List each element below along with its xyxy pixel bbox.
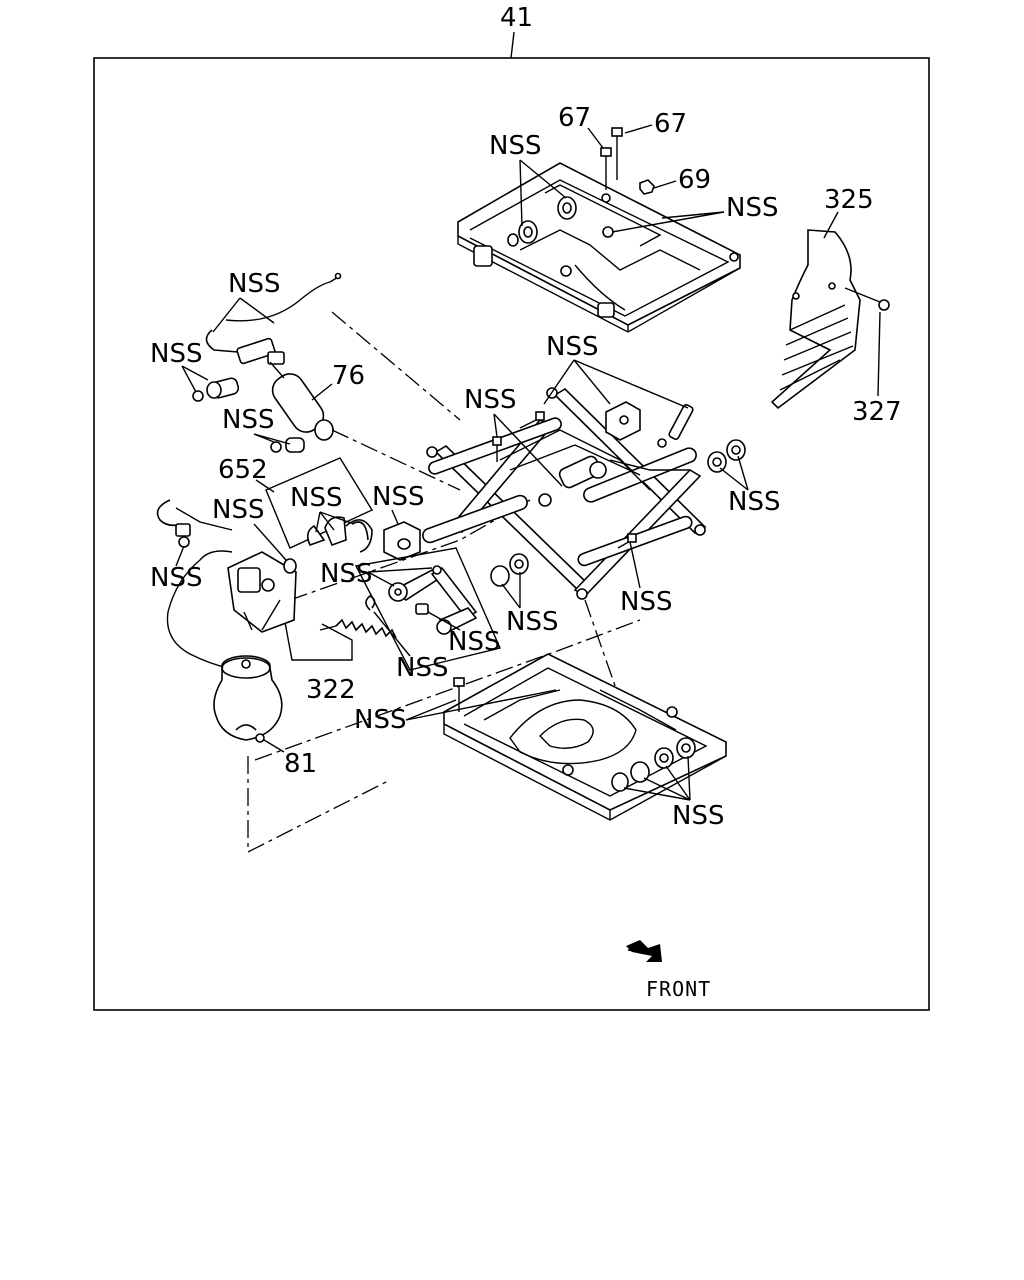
control-cable (205, 272, 342, 365)
kit-652-outline (265, 457, 374, 549)
bracket-322 (281, 605, 353, 661)
callout-327: 327 (852, 397, 902, 427)
upper-seat-plate (457, 162, 741, 333)
callout-nss-block: NSS (546, 332, 598, 362)
callout-nss-right-bushings: NSS (728, 487, 780, 517)
link-arms (388, 565, 478, 635)
callout-nss-lower-plate: NSS (354, 705, 406, 735)
alignment-line-4 (254, 619, 641, 761)
clip-ring (365, 595, 376, 611)
shock-bushings (270, 437, 305, 453)
alignment-line-2 (331, 429, 461, 491)
assembly-number: 41 (500, 3, 533, 33)
air-line (166, 550, 233, 669)
right-bushings (707, 439, 746, 473)
callout-67-left: 67 (558, 103, 591, 133)
callout-nss-fitting: NSS (150, 563, 202, 593)
callout-76: 76 (332, 361, 365, 391)
callout-325: 325 (824, 185, 874, 215)
callout-67-right: 67 (654, 109, 687, 139)
alignment-line-1 (331, 311, 461, 421)
callout-nss-upper: NSS (489, 131, 541, 161)
callout-nss-kit-652: NSS (290, 483, 342, 513)
callout-nss-bushing-left: NSS (150, 339, 202, 369)
front-arrow-icon (626, 940, 662, 962)
spring-322 (319, 618, 397, 639)
shaft-bushings-left (192, 377, 240, 402)
pin-rod (657, 404, 694, 448)
callout-nss-shock: NSS (222, 405, 274, 435)
scissor-bolts (492, 411, 637, 549)
callout-322: 322 (306, 675, 356, 705)
air-spring-centerline (247, 756, 391, 854)
lower-plate-bolt (453, 677, 465, 712)
rubber-stop-block (383, 521, 421, 561)
lower-plate-bushings (611, 737, 696, 792)
bellows-shroud-325 (770, 229, 861, 410)
callout-81: 81 (284, 749, 317, 779)
callout-nss-valve: NSS (212, 495, 264, 525)
lower-base-plate (443, 653, 727, 821)
callout-nss-cable: NSS (228, 269, 280, 299)
callout-nss-link-arm: NSS (320, 559, 372, 589)
link-arm-outline (354, 547, 501, 671)
scissor-mechanism (422, 387, 707, 600)
callout-nss-spring: NSS (396, 653, 448, 683)
front-label: FRONT (646, 977, 711, 1001)
shock-absorber-76 (269, 361, 334, 441)
nut-69 (639, 179, 655, 195)
assembly-leader (510, 31, 515, 59)
screw-327 (844, 287, 890, 311)
callout-nss-bolt-right: NSS (620, 587, 672, 617)
callout-nss-upper-right: NSS (726, 193, 778, 223)
callout-69: 69 (678, 165, 711, 195)
stop-block (605, 401, 641, 441)
air-spring-81 (213, 655, 283, 743)
callout-652: 652 (218, 455, 268, 485)
callout-nss-bolts: NSS (464, 385, 516, 415)
lower-left-bushings (490, 553, 529, 587)
upper-plate-nut (602, 226, 614, 238)
callout-nss-stop-block: NSS (372, 482, 424, 512)
leveling-valve (227, 551, 297, 633)
bolts-67 (600, 127, 623, 203)
upper-plate-bushings (507, 196, 577, 247)
callout-nss-lower-bushings-right: NSS (672, 801, 724, 831)
callout-nss-link-bolt: NSS (448, 627, 500, 657)
callout-nss-lower-bushings: NSS (506, 607, 558, 637)
